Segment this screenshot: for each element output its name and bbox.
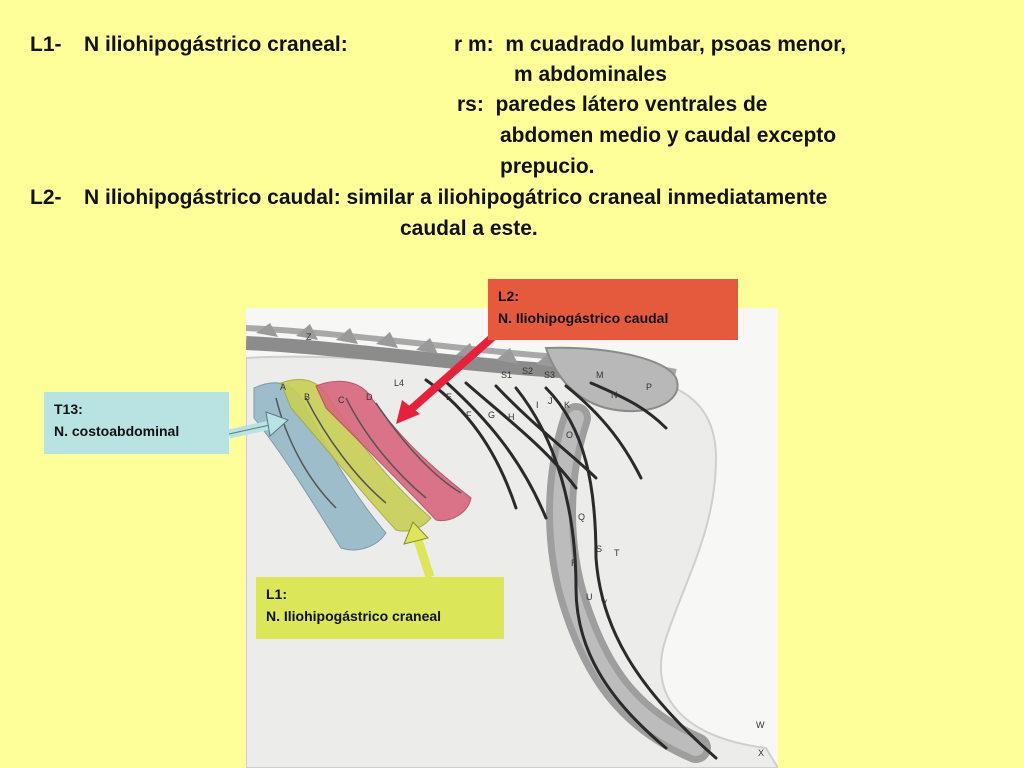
rm-line-2: m abdominales bbox=[514, 63, 667, 86]
label-l1: L1: N. Iliohipogástrico craneal bbox=[256, 577, 504, 639]
svg-text:T: T bbox=[614, 548, 620, 558]
svg-text:H: H bbox=[508, 412, 515, 422]
svg-text:O: O bbox=[566, 430, 573, 440]
svg-text:J: J bbox=[548, 396, 553, 406]
label-l1-title: L1: bbox=[266, 586, 287, 602]
rs-line-3: prepucio. bbox=[500, 155, 595, 178]
svg-text:S2: S2 bbox=[522, 366, 533, 376]
rs-line-1: rs: paredes látero ventrales de bbox=[457, 93, 768, 116]
svg-text:K: K bbox=[564, 400, 570, 410]
svg-text:S1: S1 bbox=[501, 370, 512, 380]
svg-text:U: U bbox=[586, 592, 593, 602]
svg-text:S: S bbox=[596, 544, 602, 554]
label-t13-name: N. costoabdominal bbox=[54, 423, 180, 439]
svg-text:B: B bbox=[304, 392, 310, 402]
svg-text:E: E bbox=[446, 392, 452, 402]
svg-text:S3: S3 bbox=[544, 370, 555, 380]
svg-text:A: A bbox=[280, 382, 286, 392]
label-t13-title: T13: bbox=[54, 401, 83, 417]
rs-line-2: abdomen medio y caudal excepto bbox=[500, 124, 837, 147]
l1-nerve-title: N iliohipogástrico craneal: bbox=[84, 33, 348, 56]
svg-text:I: I bbox=[536, 400, 539, 410]
label-l2-name: N. Iliohipogástrico caudal bbox=[498, 310, 669, 326]
svg-text:V: V bbox=[601, 598, 607, 608]
svg-text:Q: Q bbox=[578, 512, 585, 522]
label-l2: L2: N. Iliohipogástrico caudal bbox=[488, 279, 738, 340]
svg-text:R: R bbox=[571, 558, 578, 568]
svg-text:Z: Z bbox=[306, 332, 312, 342]
l2-code: L2- bbox=[30, 186, 62, 209]
rm-line-1: r m: m cuadrado lumbar, psoas menor, bbox=[454, 33, 847, 56]
label-t13: T13: N. costoabdominal bbox=[44, 392, 229, 454]
label-l2-title: L2: bbox=[498, 288, 519, 304]
l2-line-2: caudal a este. bbox=[400, 217, 538, 240]
svg-text:P: P bbox=[646, 382, 652, 392]
svg-text:D: D bbox=[366, 392, 373, 402]
svg-text:W: W bbox=[756, 720, 765, 730]
l2-nerve-title: N iliohipogástrico caudal: similar a ili… bbox=[84, 186, 828, 209]
svg-text:C: C bbox=[338, 395, 345, 405]
svg-text:N: N bbox=[611, 390, 618, 400]
l1-code: L1- bbox=[30, 33, 62, 56]
svg-text:L4: L4 bbox=[394, 378, 404, 388]
svg-text:G: G bbox=[488, 410, 495, 420]
svg-text:M: M bbox=[596, 370, 604, 380]
label-l1-name: N. Iliohipogástrico craneal bbox=[266, 608, 442, 624]
svg-text:F: F bbox=[466, 410, 472, 420]
svg-text:X: X bbox=[758, 748, 764, 758]
